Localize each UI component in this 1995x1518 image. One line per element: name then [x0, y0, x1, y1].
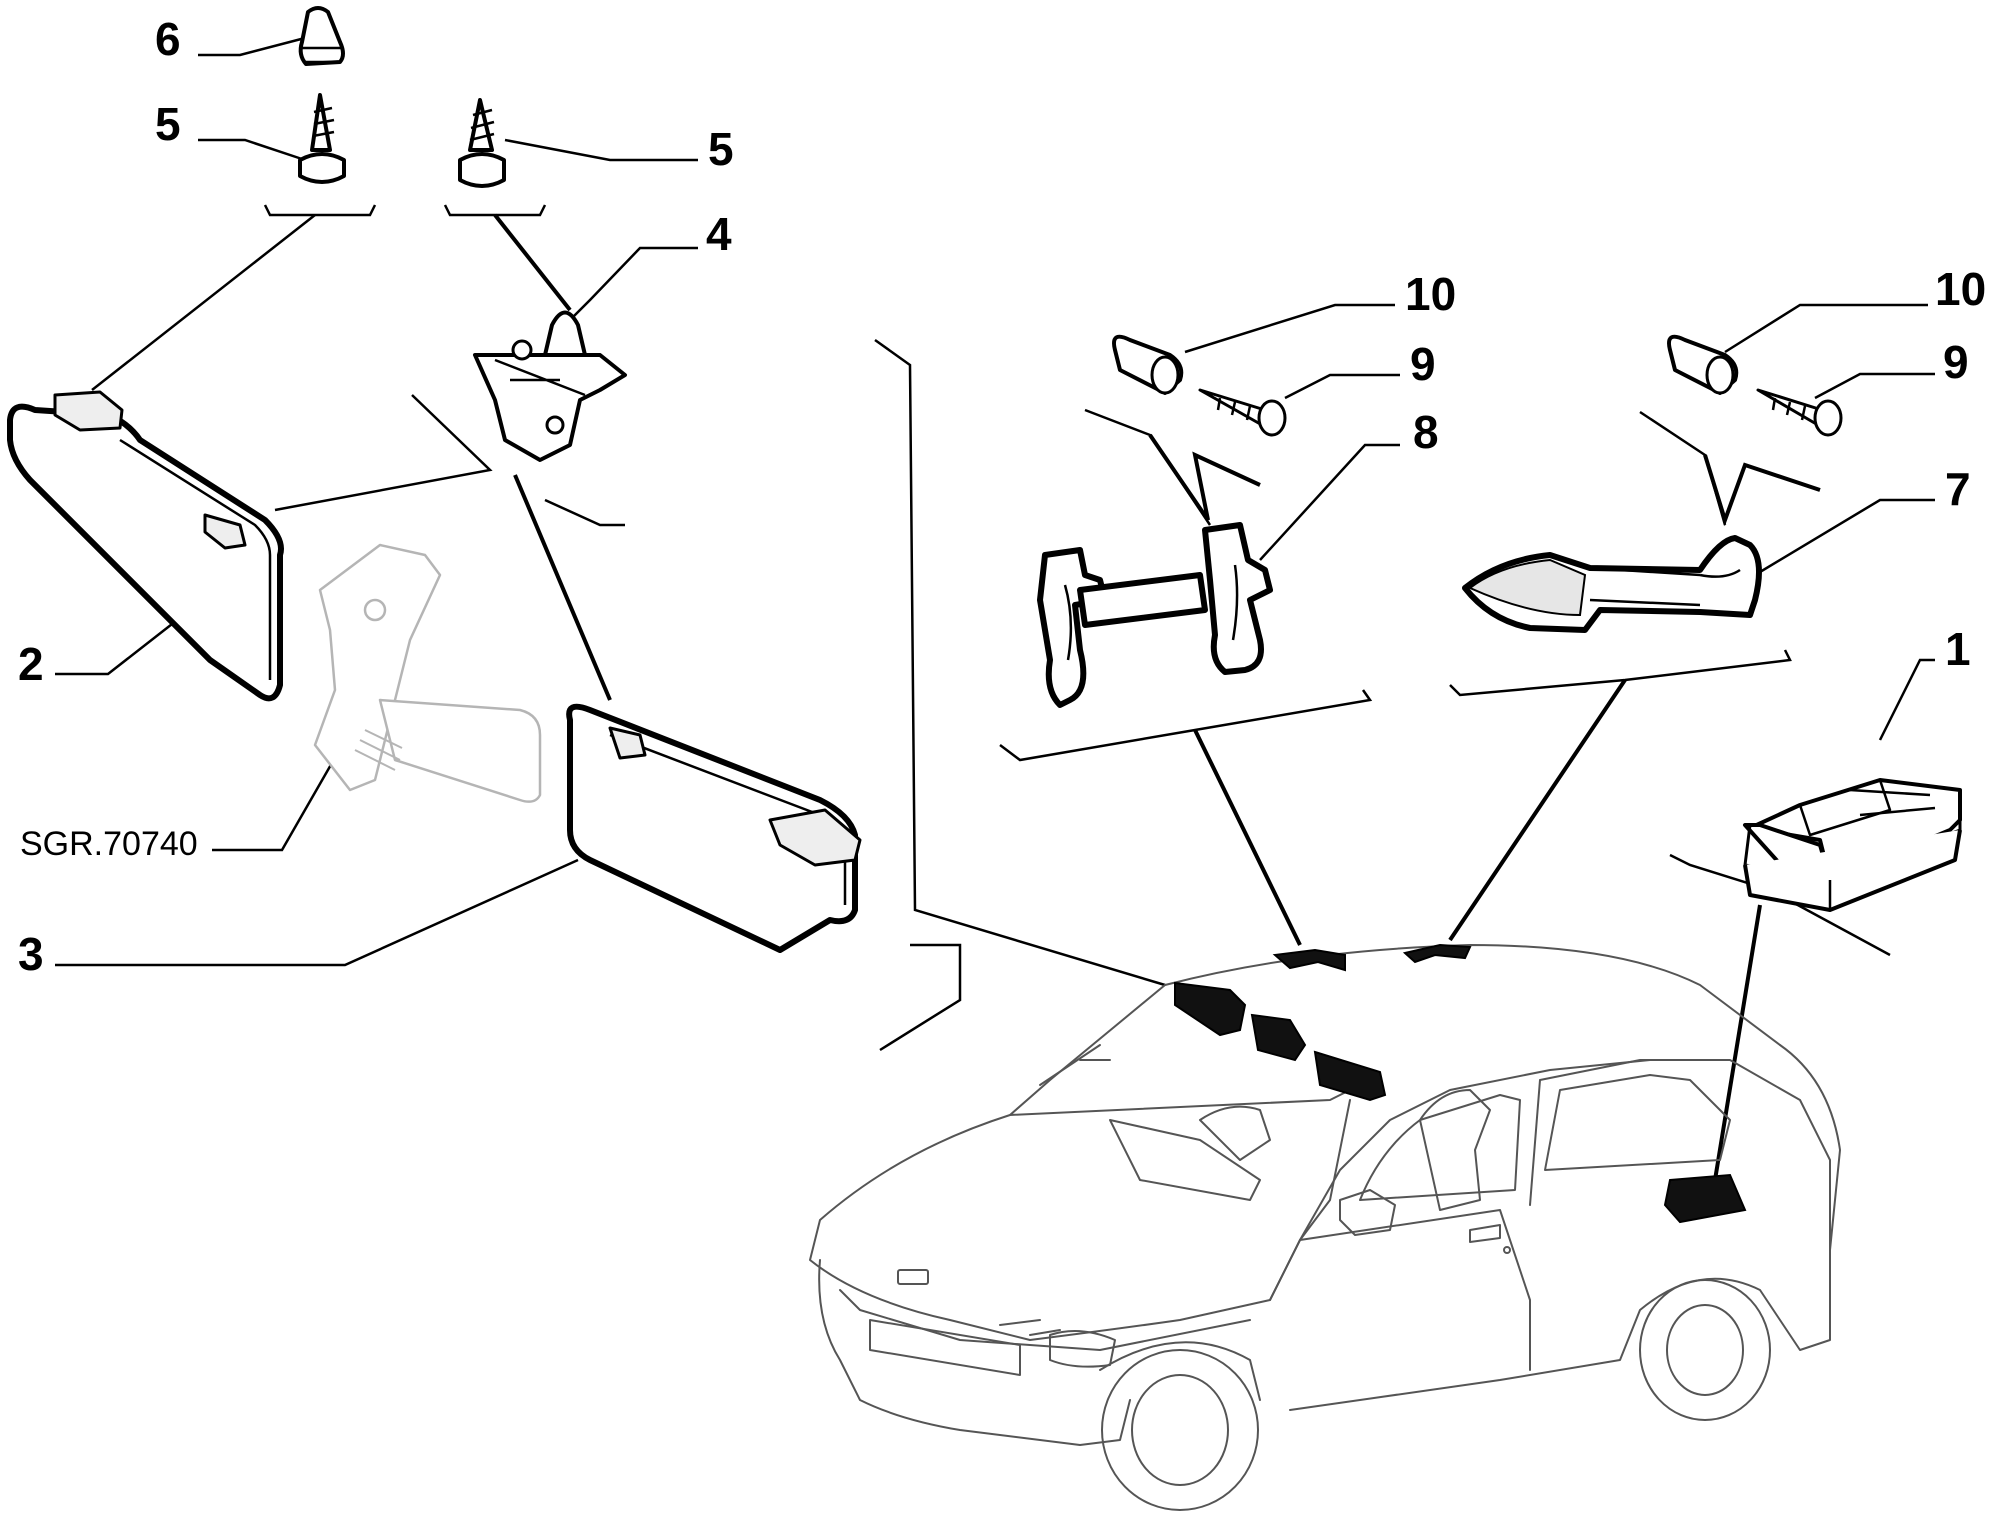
callout-10-right: 10: [1935, 263, 1986, 315]
sun-visor-right-3: [566, 703, 862, 953]
plug-10-left: [1112, 334, 1184, 395]
callout-2: 2: [18, 638, 44, 690]
visor-mount-bracket-4: [473, 310, 627, 462]
callout-1: 1: [1945, 623, 1971, 675]
callout-10-left: 10: [1405, 268, 1456, 320]
callout-6: 6: [155, 13, 181, 65]
plug-10-right: [1667, 334, 1739, 395]
screw-9-left: [1198, 388, 1287, 437]
grab-handle-7: [1462, 535, 1762, 633]
group-pointer-lines: [91, 204, 1891, 1181]
screw-5-left: [298, 93, 346, 184]
trim-pad-1: [1743, 778, 1962, 912]
car-illustration: [809, 943, 1841, 1511]
sun-visor-left-2: [7, 390, 284, 702]
callout-8: 8: [1413, 406, 1439, 458]
reference-code: SGR.70740: [20, 825, 198, 863]
callout-9-right: 9: [1943, 336, 1969, 388]
callout-5-right: 5: [708, 123, 734, 175]
callout-5-left: 5: [155, 98, 181, 150]
rear-view-mirror-ghost: [313, 543, 542, 803]
callout-9-left: 9: [1410, 338, 1436, 390]
callout-3: 3: [18, 928, 44, 980]
plastic-plug-6: [298, 6, 345, 66]
callout-4: 4: [706, 208, 732, 260]
screw-5-right: [458, 98, 506, 188]
callout-7: 7: [1945, 463, 1971, 515]
leader-lines: [55, 36, 1935, 967]
grab-handle-8: [1037, 522, 1273, 708]
screw-9-right: [1756, 388, 1843, 437]
